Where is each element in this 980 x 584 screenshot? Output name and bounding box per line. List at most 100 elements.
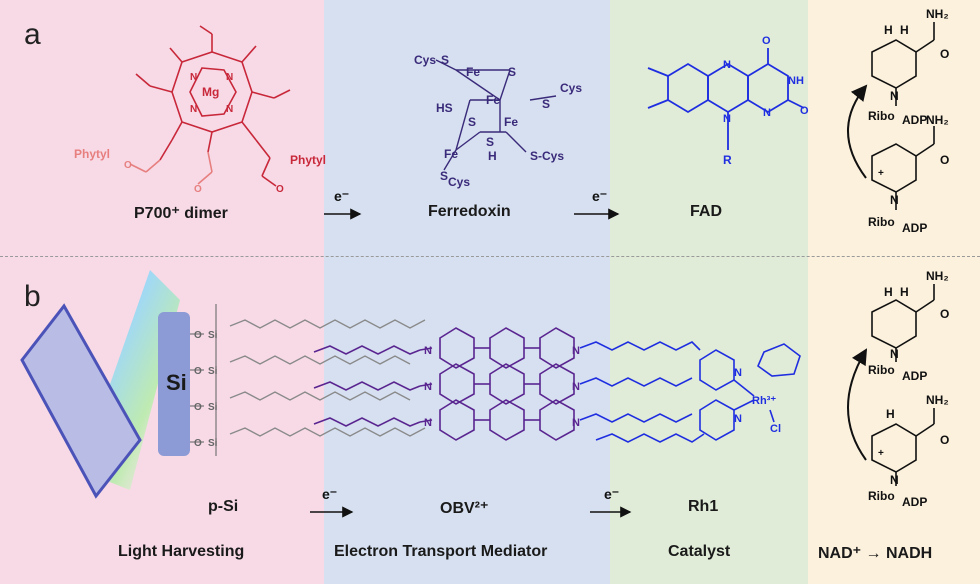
hs-label: HS bbox=[436, 101, 453, 115]
alkyl-chains-gray bbox=[229, 319, 426, 437]
rh1-label: Rh1 bbox=[688, 498, 719, 515]
n-atom-label: N bbox=[572, 345, 580, 357]
o-atom-label: O bbox=[194, 330, 202, 341]
panel-label-b: b bbox=[24, 280, 41, 313]
r-group-label: R bbox=[723, 153, 732, 167]
cl-atom-label: Cl bbox=[770, 423, 781, 435]
s-atom-label: S bbox=[440, 169, 448, 183]
p700-label: P700⁺ dimer bbox=[134, 205, 228, 222]
phytyl-ester-left bbox=[129, 151, 213, 185]
catalyst-band bbox=[610, 0, 808, 584]
electron-label-b2: e⁻ bbox=[604, 486, 620, 502]
si-atom-label: Si bbox=[208, 438, 218, 449]
nadh-structure-a bbox=[871, 22, 935, 106]
category-catalyst: Catalyst bbox=[668, 543, 731, 560]
adp-label: ADP bbox=[902, 495, 927, 509]
ribo-label: Ribo bbox=[868, 489, 895, 503]
category-light-harvesting: Light Harvesting bbox=[118, 543, 245, 560]
nh2-label: NH₂ bbox=[926, 113, 949, 127]
fe-atom-label: Fe bbox=[466, 65, 480, 79]
s-atom-label: S bbox=[486, 135, 494, 149]
fad-structure bbox=[647, 48, 805, 150]
adp-label: ADP bbox=[902, 221, 927, 235]
s-atom-label: S bbox=[542, 97, 550, 111]
plus-charge-label: + bbox=[878, 168, 884, 179]
o-atom-label: O bbox=[940, 433, 949, 447]
h-atom-label: H bbox=[488, 149, 497, 163]
si-atom-label: Si bbox=[208, 402, 218, 413]
o-atom-label: O bbox=[194, 438, 202, 449]
h-atom-label: H bbox=[884, 285, 893, 299]
row-separator bbox=[0, 256, 980, 257]
si-o-surface bbox=[190, 304, 217, 456]
ribo-label: Ribo bbox=[868, 109, 895, 123]
nad-structure-b bbox=[871, 408, 935, 486]
adp-label: ADP bbox=[902, 113, 927, 127]
s-atom-label: S bbox=[530, 149, 538, 163]
ribo-label: Ribo bbox=[868, 363, 895, 377]
electron-mediator-band bbox=[324, 0, 610, 584]
s-atom-label: S bbox=[468, 115, 476, 129]
porous-silicon-electrode bbox=[20, 303, 142, 499]
rh1-chains bbox=[579, 341, 801, 443]
n-atom-label: N bbox=[226, 104, 233, 115]
s-atom-label: S bbox=[508, 65, 516, 79]
si-block-label: Si bbox=[166, 370, 187, 395]
si-atom-label: Si bbox=[208, 366, 218, 377]
mg-atom-label: Mg bbox=[202, 85, 219, 99]
h-atom-label: H bbox=[884, 23, 893, 37]
ferredoxin-structure bbox=[435, 59, 557, 171]
n-atom-label: N bbox=[763, 107, 771, 119]
s-atom-label: S bbox=[441, 53, 449, 67]
obv-label: OBV²⁺ bbox=[440, 500, 489, 517]
reduction-arrow-a bbox=[847, 84, 868, 179]
psi-label: p-Si bbox=[208, 498, 239, 515]
rh-atom-label: Rh³⁺ bbox=[752, 395, 776, 407]
nh2-label: NH₂ bbox=[926, 393, 949, 407]
o-atom-label: O bbox=[124, 160, 132, 171]
o-atom-label: O bbox=[194, 366, 202, 377]
nh2-label: NH₂ bbox=[926, 7, 949, 21]
o-atom-label: O bbox=[940, 153, 949, 167]
cys-label: Cys bbox=[560, 81, 582, 95]
n-atom-label: N bbox=[890, 473, 899, 487]
h-atom-label: H bbox=[900, 285, 909, 299]
nad-structure-a bbox=[871, 126, 935, 210]
n-atom-label: N bbox=[190, 72, 197, 83]
n-atom-label: N bbox=[572, 417, 580, 429]
phytyl-ester-right bbox=[261, 157, 277, 187]
n-atom-label: N bbox=[424, 345, 432, 357]
nadh-structure-b bbox=[871, 284, 935, 362]
fe-atom-label: Fe bbox=[486, 93, 500, 107]
n-atom-label: N bbox=[734, 413, 742, 425]
o-atom-label: O bbox=[940, 307, 949, 321]
category-nad: NAD⁺ → NADH bbox=[818, 545, 933, 562]
o-atom-label: O bbox=[276, 184, 284, 195]
o-atom-label: O bbox=[194, 184, 202, 195]
cys-label: Cys bbox=[448, 175, 470, 189]
h-atom-label: H bbox=[886, 407, 895, 421]
si-atom-label: Si bbox=[208, 330, 218, 341]
o-atom-label: O bbox=[800, 105, 809, 117]
viologen-structures bbox=[313, 327, 575, 441]
silicon-block bbox=[158, 312, 190, 456]
fad-label: FAD bbox=[690, 203, 722, 220]
fe-atom-label: Fe bbox=[444, 147, 458, 161]
n-atom-label: N bbox=[890, 193, 899, 207]
nad-band bbox=[808, 0, 980, 584]
nh2-label: NH₂ bbox=[926, 269, 949, 283]
fe-atom-label: Fe bbox=[504, 115, 518, 129]
panel-label-a: a bbox=[24, 18, 41, 51]
o-atom-label: O bbox=[940, 47, 949, 61]
n-atom-label: N bbox=[424, 381, 432, 393]
electron-label-a1: e⁻ bbox=[334, 188, 350, 204]
n-atom-label: N bbox=[572, 381, 580, 393]
reduction-arrow-b bbox=[847, 348, 868, 461]
electron-label-b1: e⁻ bbox=[322, 486, 338, 502]
n-atom-label: N bbox=[723, 59, 731, 71]
n-atom-label: N bbox=[734, 367, 742, 379]
n-atom-label: N bbox=[890, 347, 899, 361]
phytyl-left-label: Phytyl bbox=[74, 147, 110, 161]
p700-structure bbox=[135, 25, 291, 161]
n-atom-label: N bbox=[190, 104, 197, 115]
